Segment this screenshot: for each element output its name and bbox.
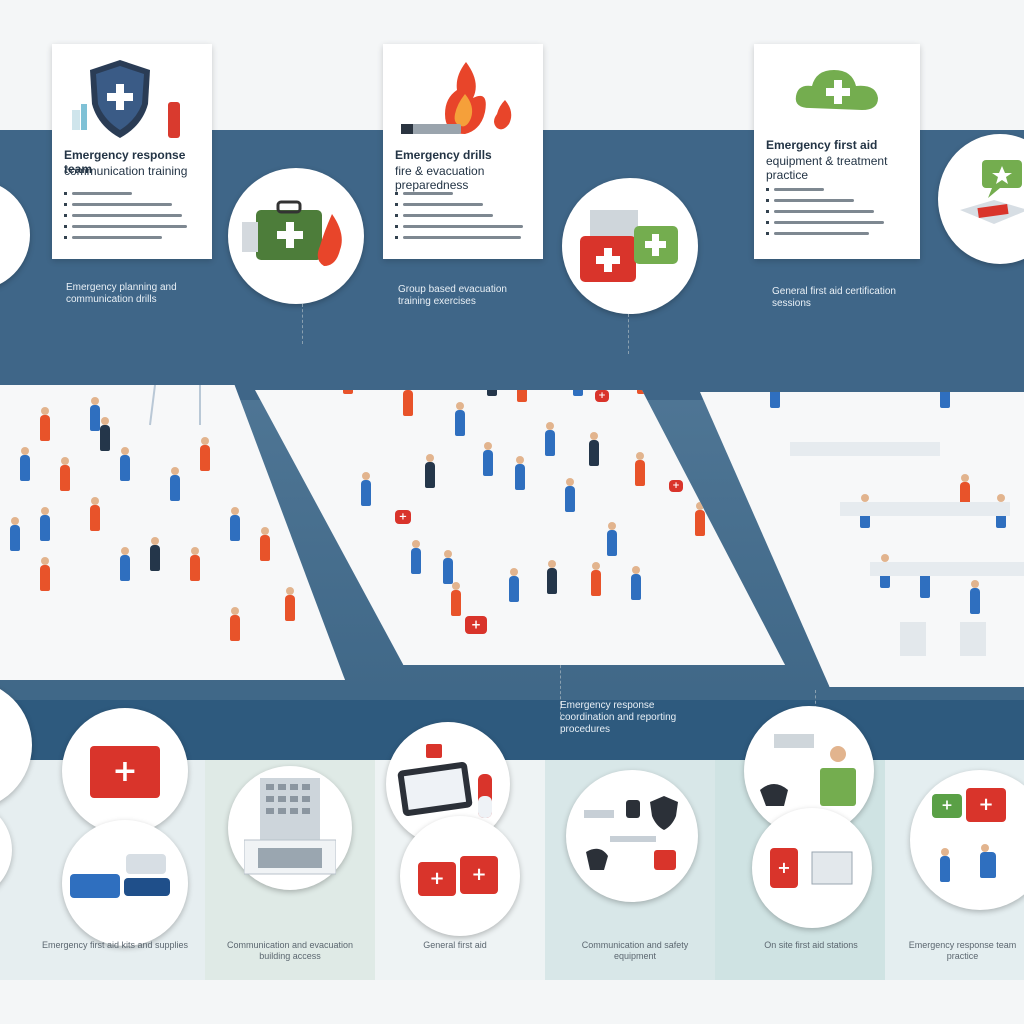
first-aid-kit-icon [580, 210, 678, 282]
shield-icon [72, 60, 180, 138]
icon-circle [938, 134, 1024, 264]
icon-circle [228, 766, 352, 890]
connector-line [628, 314, 629, 354]
section-blurb: Group based evacuation training exercise… [398, 284, 507, 307]
first-aid-kit-icon [460, 856, 498, 894]
icon-circle [566, 770, 698, 902]
card-subtitle: communication training [64, 164, 188, 178]
card-subtitle: equipment & treatment practice [766, 154, 888, 182]
connector-line [560, 660, 561, 720]
section-blurb: Emergency response coordination and repo… [560, 700, 677, 735]
first-aid-kit-icon [966, 788, 1006, 822]
bullet-list [766, 180, 906, 235]
tablet-icon [397, 744, 492, 818]
caption: On site first aid stations [764, 940, 858, 950]
icon-circle [62, 820, 188, 946]
icon-circle [910, 770, 1024, 910]
connector-line [302, 304, 303, 344]
card-subtitle: fire & evacuation preparedness [395, 164, 485, 192]
icon-circle [228, 168, 364, 304]
icon-circle [752, 808, 872, 928]
first-aid-supplies-icon [70, 854, 170, 898]
section-blurb: General first aid certification sessions [772, 286, 896, 309]
caption: General first aid [423, 940, 487, 950]
lock-icon [584, 796, 678, 870]
icon-circle [62, 708, 188, 834]
icon-circle [562, 178, 698, 314]
info-card-center: Emergency drills fire & evacuation prepa… [383, 44, 543, 259]
cloud-plus-icon [795, 70, 878, 110]
section-blurb: Emergency planning and communication dri… [66, 282, 177, 305]
building-icon [244, 778, 336, 875]
laptop-icon [760, 734, 856, 806]
card-title: Emergency response team [64, 148, 186, 176]
chat-icon [960, 160, 1024, 224]
first-aid-kit-icon [932, 794, 962, 818]
info-card-right: Emergency first aid equipment & treatmen… [754, 44, 920, 259]
caption: Communication and safety equipment [581, 940, 689, 961]
fire-icon [401, 62, 512, 134]
connector-line [815, 690, 816, 720]
info-card-left: Emergency response team communication tr… [52, 44, 212, 259]
caption: Communication and evacuation building ac… [226, 940, 354, 961]
monitor-icon [811, 851, 853, 885]
first-aid-kit-icon [90, 746, 160, 798]
icon-circle [400, 816, 520, 936]
card-title: Emergency first aid [766, 138, 878, 152]
bullet-list [64, 184, 200, 239]
caption: Emergency response team practice [908, 940, 1017, 961]
bullet-list [395, 184, 531, 239]
training-tables-icon [790, 442, 1024, 656]
first-aid-kit-icon [418, 862, 456, 896]
icon-circle [386, 722, 510, 846]
card-title: Emergency drills [395, 148, 492, 162]
first-aid-kit-icon [770, 848, 798, 888]
caption: Emergency first aid kits and supplies [41, 940, 189, 950]
first-aid-kit-icon [242, 200, 342, 266]
